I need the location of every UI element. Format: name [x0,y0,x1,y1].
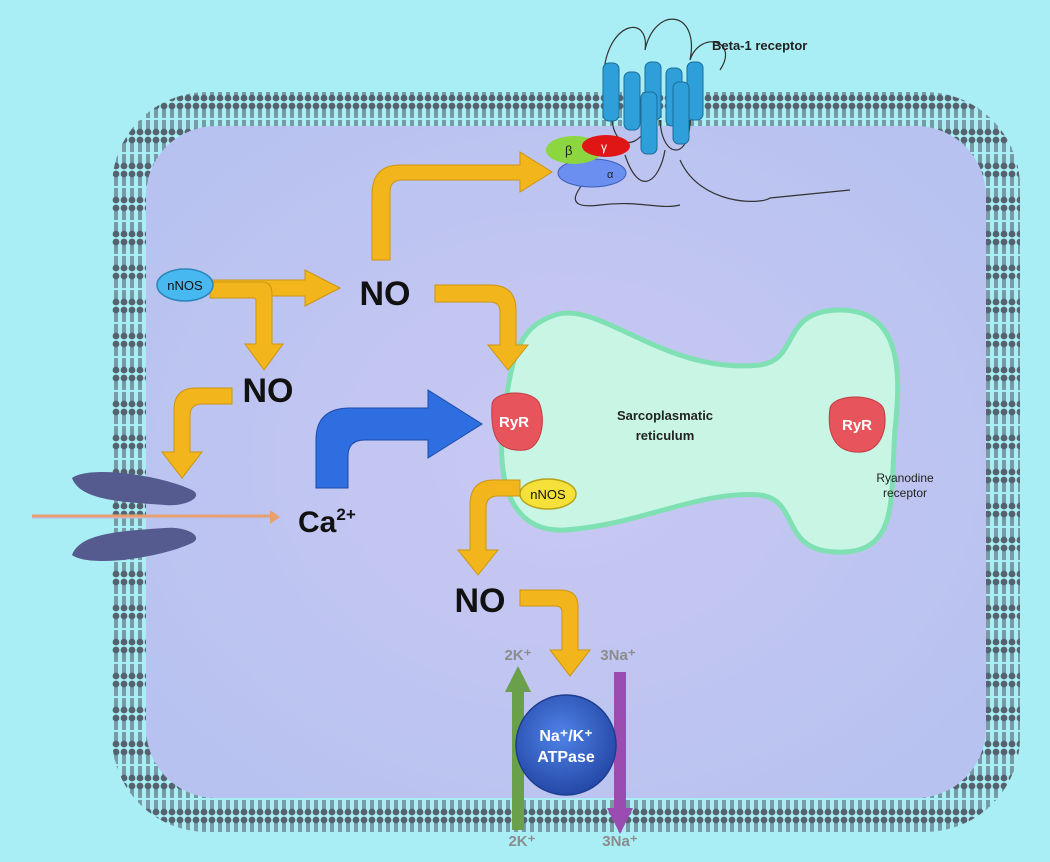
atpase-pump [515,694,617,796]
ryr-right-label: RyR [842,417,872,434]
na-efflux-arrow [614,672,626,812]
calcium-charge: 2+ [336,505,355,524]
nnos-sr-label: nNOS [530,487,566,502]
nnos-left-label: nNOS [167,278,203,293]
beta-subunit-label: β [565,143,572,158]
calcium-arrow [315,389,483,489]
g-protein-gamma [582,135,630,157]
receptor-helix [672,81,690,145]
receptor-helix [602,62,620,122]
receptor-helix [640,91,658,155]
ryanodine-label-line1: Ryanodine [876,471,934,485]
no-label-left: NO [243,372,294,410]
arrow-no-to-ryr [434,284,530,371]
na-efflux-arrowhead [607,808,633,834]
k-label-inside: 2K⁺ [504,647,531,664]
ryanodine-label-line2: receptor [883,486,927,500]
na-k-atpase [505,666,633,834]
atpase-label-line1: Na⁺/K⁺ [539,728,592,745]
beta1-receptor [546,18,851,208]
arrow-no-to-receptor [371,151,553,261]
no-arrows [160,151,592,677]
calcium-label: Ca2+ [298,505,356,539]
arrow-nnos-down [209,281,284,371]
k-label-outside: 2K⁺ [508,833,535,850]
na-label-inside: 3Na⁺ [600,647,636,664]
arrow-nnos-sr-down [456,479,521,576]
no-label-bottom: NO [455,582,506,620]
no-label-top: NO [360,275,411,313]
sr-label-line2: reticulum [636,428,695,443]
calcium-base: Ca [298,506,337,539]
arrow-no-to-channel [160,387,233,479]
k-influx-arrowhead [505,666,531,692]
nnos-enzyme-left [156,268,214,302]
ryanodine-receptor-left [491,392,543,451]
alpha-subunit-label: α [607,169,614,181]
receptor-helix [623,71,641,131]
beta1-receptor-label: Beta-1 receptor [712,38,807,53]
arrow-no-to-atpase [519,589,592,677]
atpase-label-line2: ATPase [537,749,595,766]
gamma-subunit-label: γ [601,140,607,154]
na-label-outside: 3Na⁺ [602,833,638,850]
ryanodine-receptor-right [828,396,886,453]
nnos-enzyme-sr [519,478,577,510]
calcium-channel [32,471,280,562]
sr-label-line1: Sarcoplasmatic [617,408,713,423]
ryr-left-label: RyR [499,414,529,431]
